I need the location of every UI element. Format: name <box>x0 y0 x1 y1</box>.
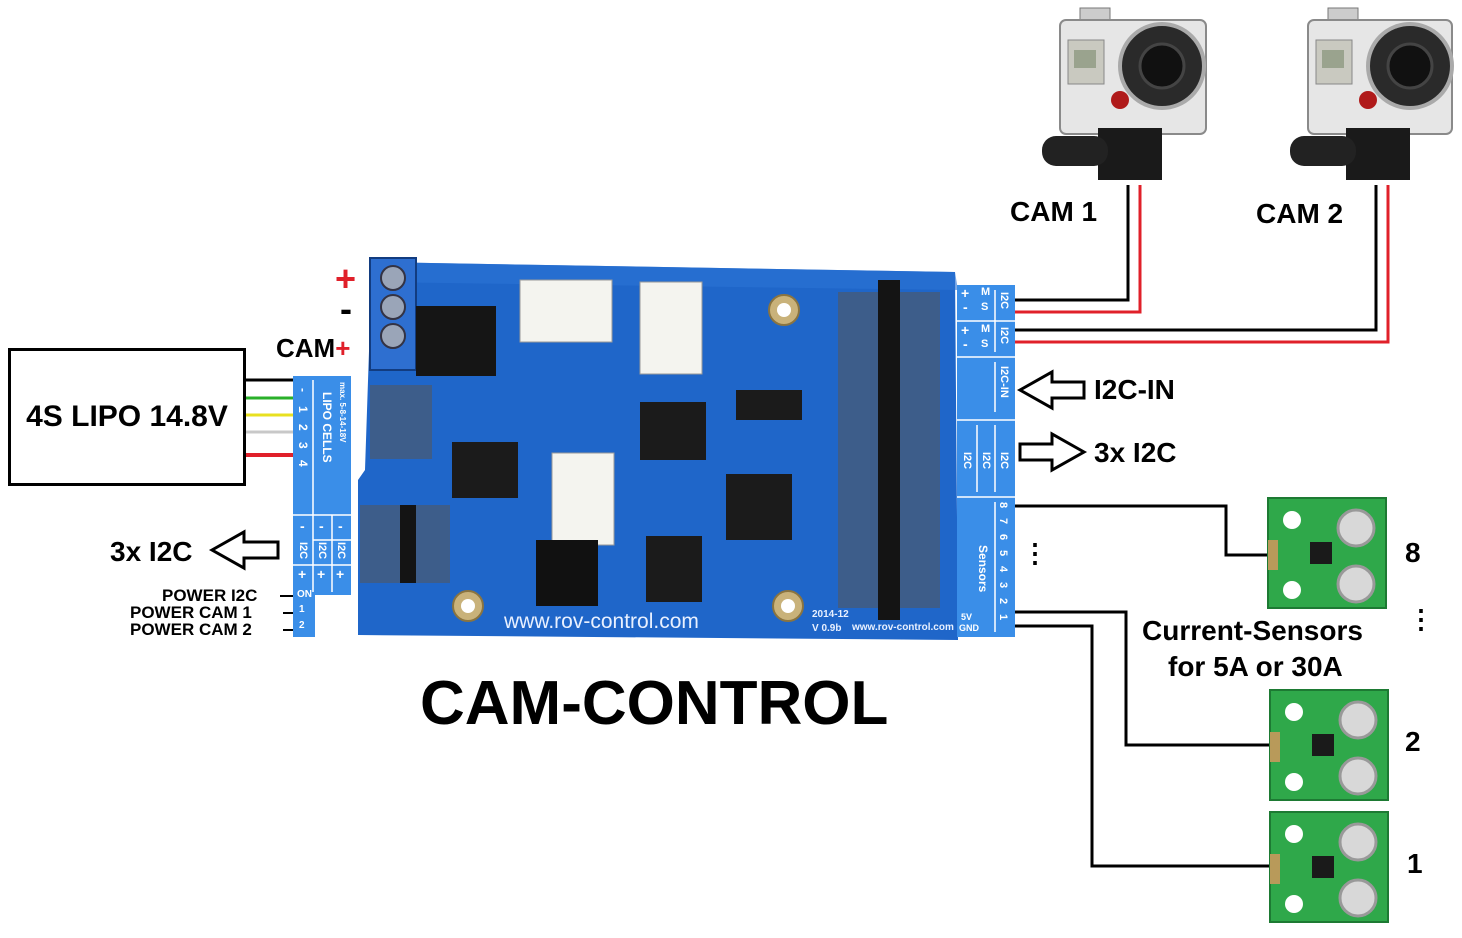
current-sensors-line1: Current-Sensors <box>1142 615 1363 646</box>
power-switch-header <box>293 585 315 637</box>
board-date: 2014-12 <box>812 609 849 620</box>
right-i2c-out-label: 3x I2C <box>1094 437 1177 468</box>
page-title: CAM-CONTROL <box>420 669 889 738</box>
sensor-pin: 5 <box>997 550 1009 557</box>
left-i2c-minus: - <box>319 518 324 534</box>
board-url: www.rov-control.com <box>504 610 699 633</box>
cam-pin-minus: - <box>963 336 968 352</box>
sensor-number-8: 8 <box>1405 537 1421 568</box>
i2c-header <box>957 357 1015 497</box>
power-cam1-label: POWER CAM 1 <box>130 603 252 622</box>
sensor-pin-list: 8 7 6 5 4 3 2 1 <box>997 502 1013 630</box>
current-sensor-icon-2 <box>1269 689 1389 801</box>
terminal-minus: - <box>340 288 352 329</box>
cam-pin-i2c: I2C <box>998 292 1010 310</box>
i2c-in-label: I2C-IN <box>1094 374 1175 405</box>
i2c-pin-label: I2C <box>961 452 973 470</box>
arrow-icon-i2c-out-left <box>208 529 280 571</box>
power-switch-leaders <box>280 595 293 631</box>
left-i2c-plus: + <box>336 566 345 582</box>
battery-wires <box>246 378 293 457</box>
lipo-header-caption: LIPO CELLS <box>320 392 334 463</box>
cam-plus-sign: + <box>335 333 351 363</box>
arrow-icon-i2c-in <box>1016 369 1086 411</box>
cam2-label: CAM 2 <box>1256 198 1344 229</box>
sensor-header <box>957 497 1015 637</box>
power-cam2-label: POWER CAM 2 <box>130 620 252 639</box>
current-sensor-icon-1 <box>1269 811 1389 923</box>
current-sensor-icon-8 <box>1267 497 1387 609</box>
power-pin-5v: 5V <box>961 612 973 622</box>
sensor-number-2: 2 <box>1405 726 1421 757</box>
sensor-number-1: 1 <box>1407 848 1423 879</box>
left-i2c-minus: - <box>338 518 343 534</box>
cam1-label: CAM 1 <box>1010 196 1098 227</box>
board-url-small: www.rov-control.com <box>852 622 954 633</box>
arrow-icon-i2c-out-right <box>1018 431 1088 473</box>
cam-plus-label: CAM+ <box>276 333 350 364</box>
left-i2c-minus: - <box>300 518 305 534</box>
i2c-in-pin-label: I2C-IN <box>998 366 1010 398</box>
left-i2c-label: I2C <box>297 542 309 560</box>
left-i2c-plus: + <box>298 566 307 582</box>
cam-pin-m: M <box>981 323 991 335</box>
sensor-pin: 7 <box>997 518 1009 525</box>
camera-icon-1 <box>1042 7 1207 180</box>
camera-wires <box>1015 185 1390 344</box>
sensor-wires <box>1015 504 1272 868</box>
cam-pin-m: M <box>981 286 991 298</box>
cam-pin-plus: + <box>961 285 970 301</box>
sensor-pin: 6 <box>997 534 1009 541</box>
cam-pin-i2c: I2C <box>998 327 1010 345</box>
sensor-pin: 1 <box>997 614 1009 621</box>
lipo-pin: 4 <box>296 459 310 467</box>
i2c-pin-label: I2C <box>980 452 992 470</box>
cam-pin-s: S <box>981 338 989 350</box>
i2c-pin-label: I2C <box>998 452 1010 470</box>
lipo-pin: 1 <box>296 405 310 413</box>
circuit-board <box>358 257 958 640</box>
sensor-pin: 4 <box>997 566 1009 573</box>
board-version: V 0.9b <box>812 623 842 634</box>
cam-pin-plus: + <box>961 322 970 338</box>
camera-icon-2 <box>1290 7 1454 180</box>
on-header-caption: ON <box>297 589 312 600</box>
on-pin: 2 <box>299 620 305 631</box>
sensor-pin: 8 <box>997 502 1009 509</box>
left-i2c-label: I2C <box>335 542 347 560</box>
battery-box: 4S LIPO 14.8V <box>8 348 246 486</box>
cam-pin-s: S <box>981 301 989 313</box>
ellipsis-sensor-list: ⋮ <box>1408 604 1434 634</box>
lipo-header-rating: max. 5-8-14-18V <box>338 382 347 443</box>
left-i2c-plus: + <box>317 566 326 582</box>
cam-pin-minus: - <box>963 299 968 315</box>
cam-plus-prefix: CAM <box>276 333 336 363</box>
lipo-header-pins: - 1 2 3 4 <box>296 380 312 472</box>
sensor-caption: Sensors <box>976 545 990 593</box>
left-i2c-header <box>293 515 351 595</box>
battery-label: 4S LIPO 14.8V <box>26 400 228 433</box>
sensor-pin: 3 <box>997 582 1009 589</box>
left-i2c-out-label: 3x I2C <box>110 536 193 567</box>
terminal-plus: + <box>335 258 357 299</box>
sensor-pin: 2 <box>997 598 1009 605</box>
ellipsis-sensor-header: ⋮ <box>1022 538 1048 568</box>
lipo-pin: 3 <box>296 441 310 449</box>
lipo-pin: 2 <box>296 423 310 431</box>
power-i2c-label: POWER I2C <box>162 586 258 605</box>
current-sensors-line2: for 5A or 30A <box>1168 651 1343 682</box>
power-pin-gnd: GND <box>959 623 979 633</box>
lipo-pin: - <box>296 388 310 392</box>
left-i2c-label: I2C <box>316 542 328 560</box>
on-pin: 1 <box>299 604 305 615</box>
